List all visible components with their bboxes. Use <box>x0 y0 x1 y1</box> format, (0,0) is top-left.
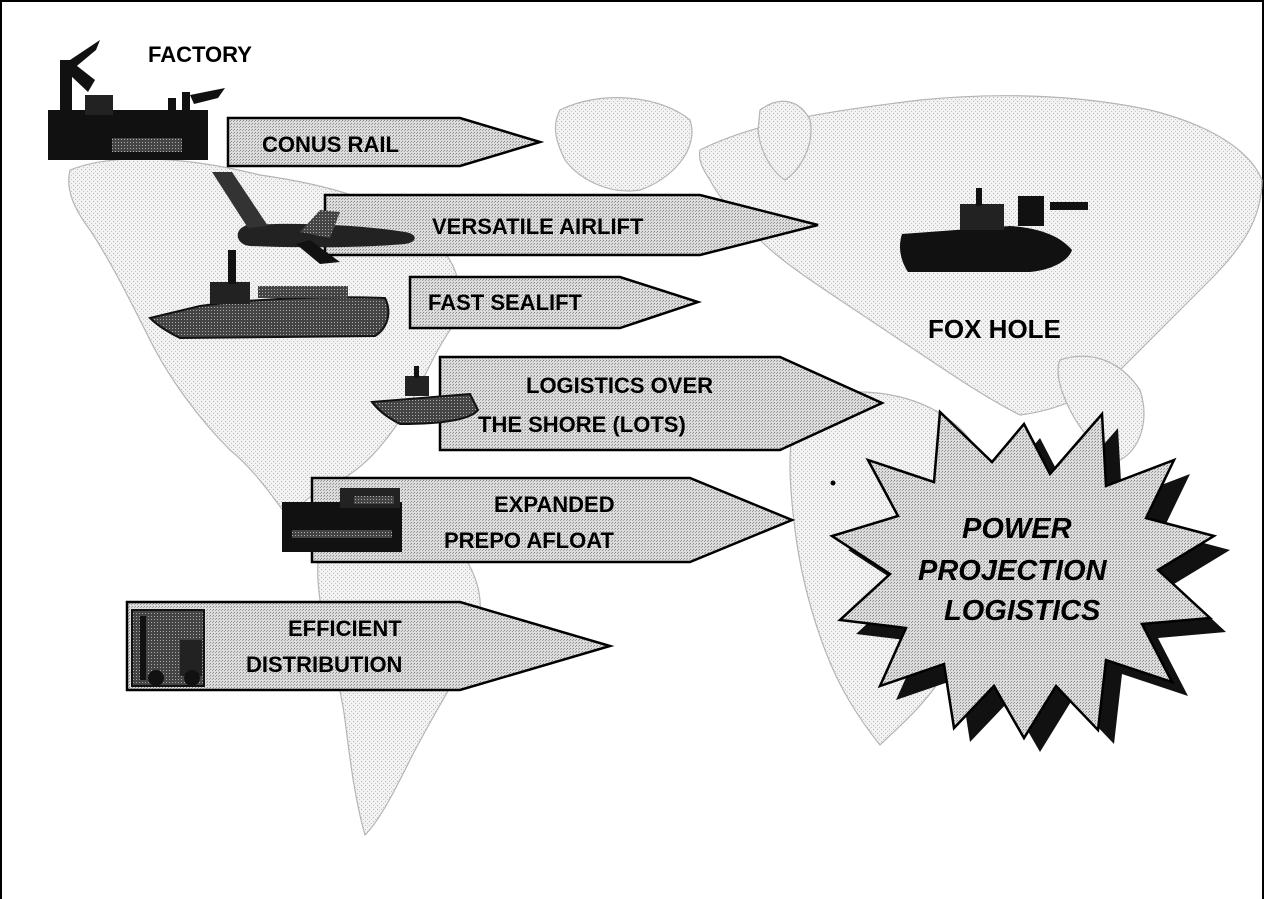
arrow-prepo-label-1: EXPANDED <box>494 492 615 517</box>
arrow-prepo-label-2: PREPO AFLOAT <box>444 528 614 553</box>
starburst-body <box>829 409 1218 741</box>
warship-icon <box>900 188 1088 272</box>
cargo-ship-icon <box>148 250 390 340</box>
airplane-icon <box>212 172 415 264</box>
factory-icon <box>48 40 225 160</box>
arrow-lots-label-2: THE SHORE (LOTS) <box>478 412 686 437</box>
arrow-lots: LOGISTICS OVER THE SHORE (LOTS) <box>438 355 886 452</box>
arrow-lots-label-1: LOGISTICS OVER <box>526 373 713 398</box>
arrow-versatile-airlift-label: VERSATILE AIRLIFT <box>432 214 644 239</box>
starburst-line-1: POWER <box>962 513 1072 545</box>
arrow-fast-sealift: FAST SEALIFT <box>408 275 703 330</box>
arrow-distribution-label-2: DISTRIBUTION <box>246 652 402 677</box>
arrow-distribution: EFFICIENT DISTRIBUTION <box>125 600 615 692</box>
arrow-distribution-label-1: EFFICIENT <box>288 616 402 641</box>
fox-hole-label: FOX HOLE <box>928 314 1061 344</box>
arrow-fast-sealift-label: FAST SEALIFT <box>428 290 583 315</box>
tank-icon <box>282 488 402 552</box>
arrow-conus-rail-label: CONUS RAIL <box>262 132 399 157</box>
arrow-prepo: EXPANDED PREPO AFLOAT <box>310 476 796 564</box>
starburst-line-3: LOGISTICS <box>944 595 1101 627</box>
starburst-line-2: PROJECTION <box>918 555 1108 587</box>
arrow-conus-rail: CONUS RAIL <box>226 116 545 168</box>
arrow-versatile-airlift: VERSATILE AIRLIFT <box>323 193 819 257</box>
forklift-icon <box>131 609 205 687</box>
factory-label: FACTORY <box>148 42 252 67</box>
map-marker-dot <box>830 480 836 486</box>
starburst: POWER PROJECTION LOGISTICS <box>829 409 1230 752</box>
landing-craft-icon <box>370 366 480 426</box>
